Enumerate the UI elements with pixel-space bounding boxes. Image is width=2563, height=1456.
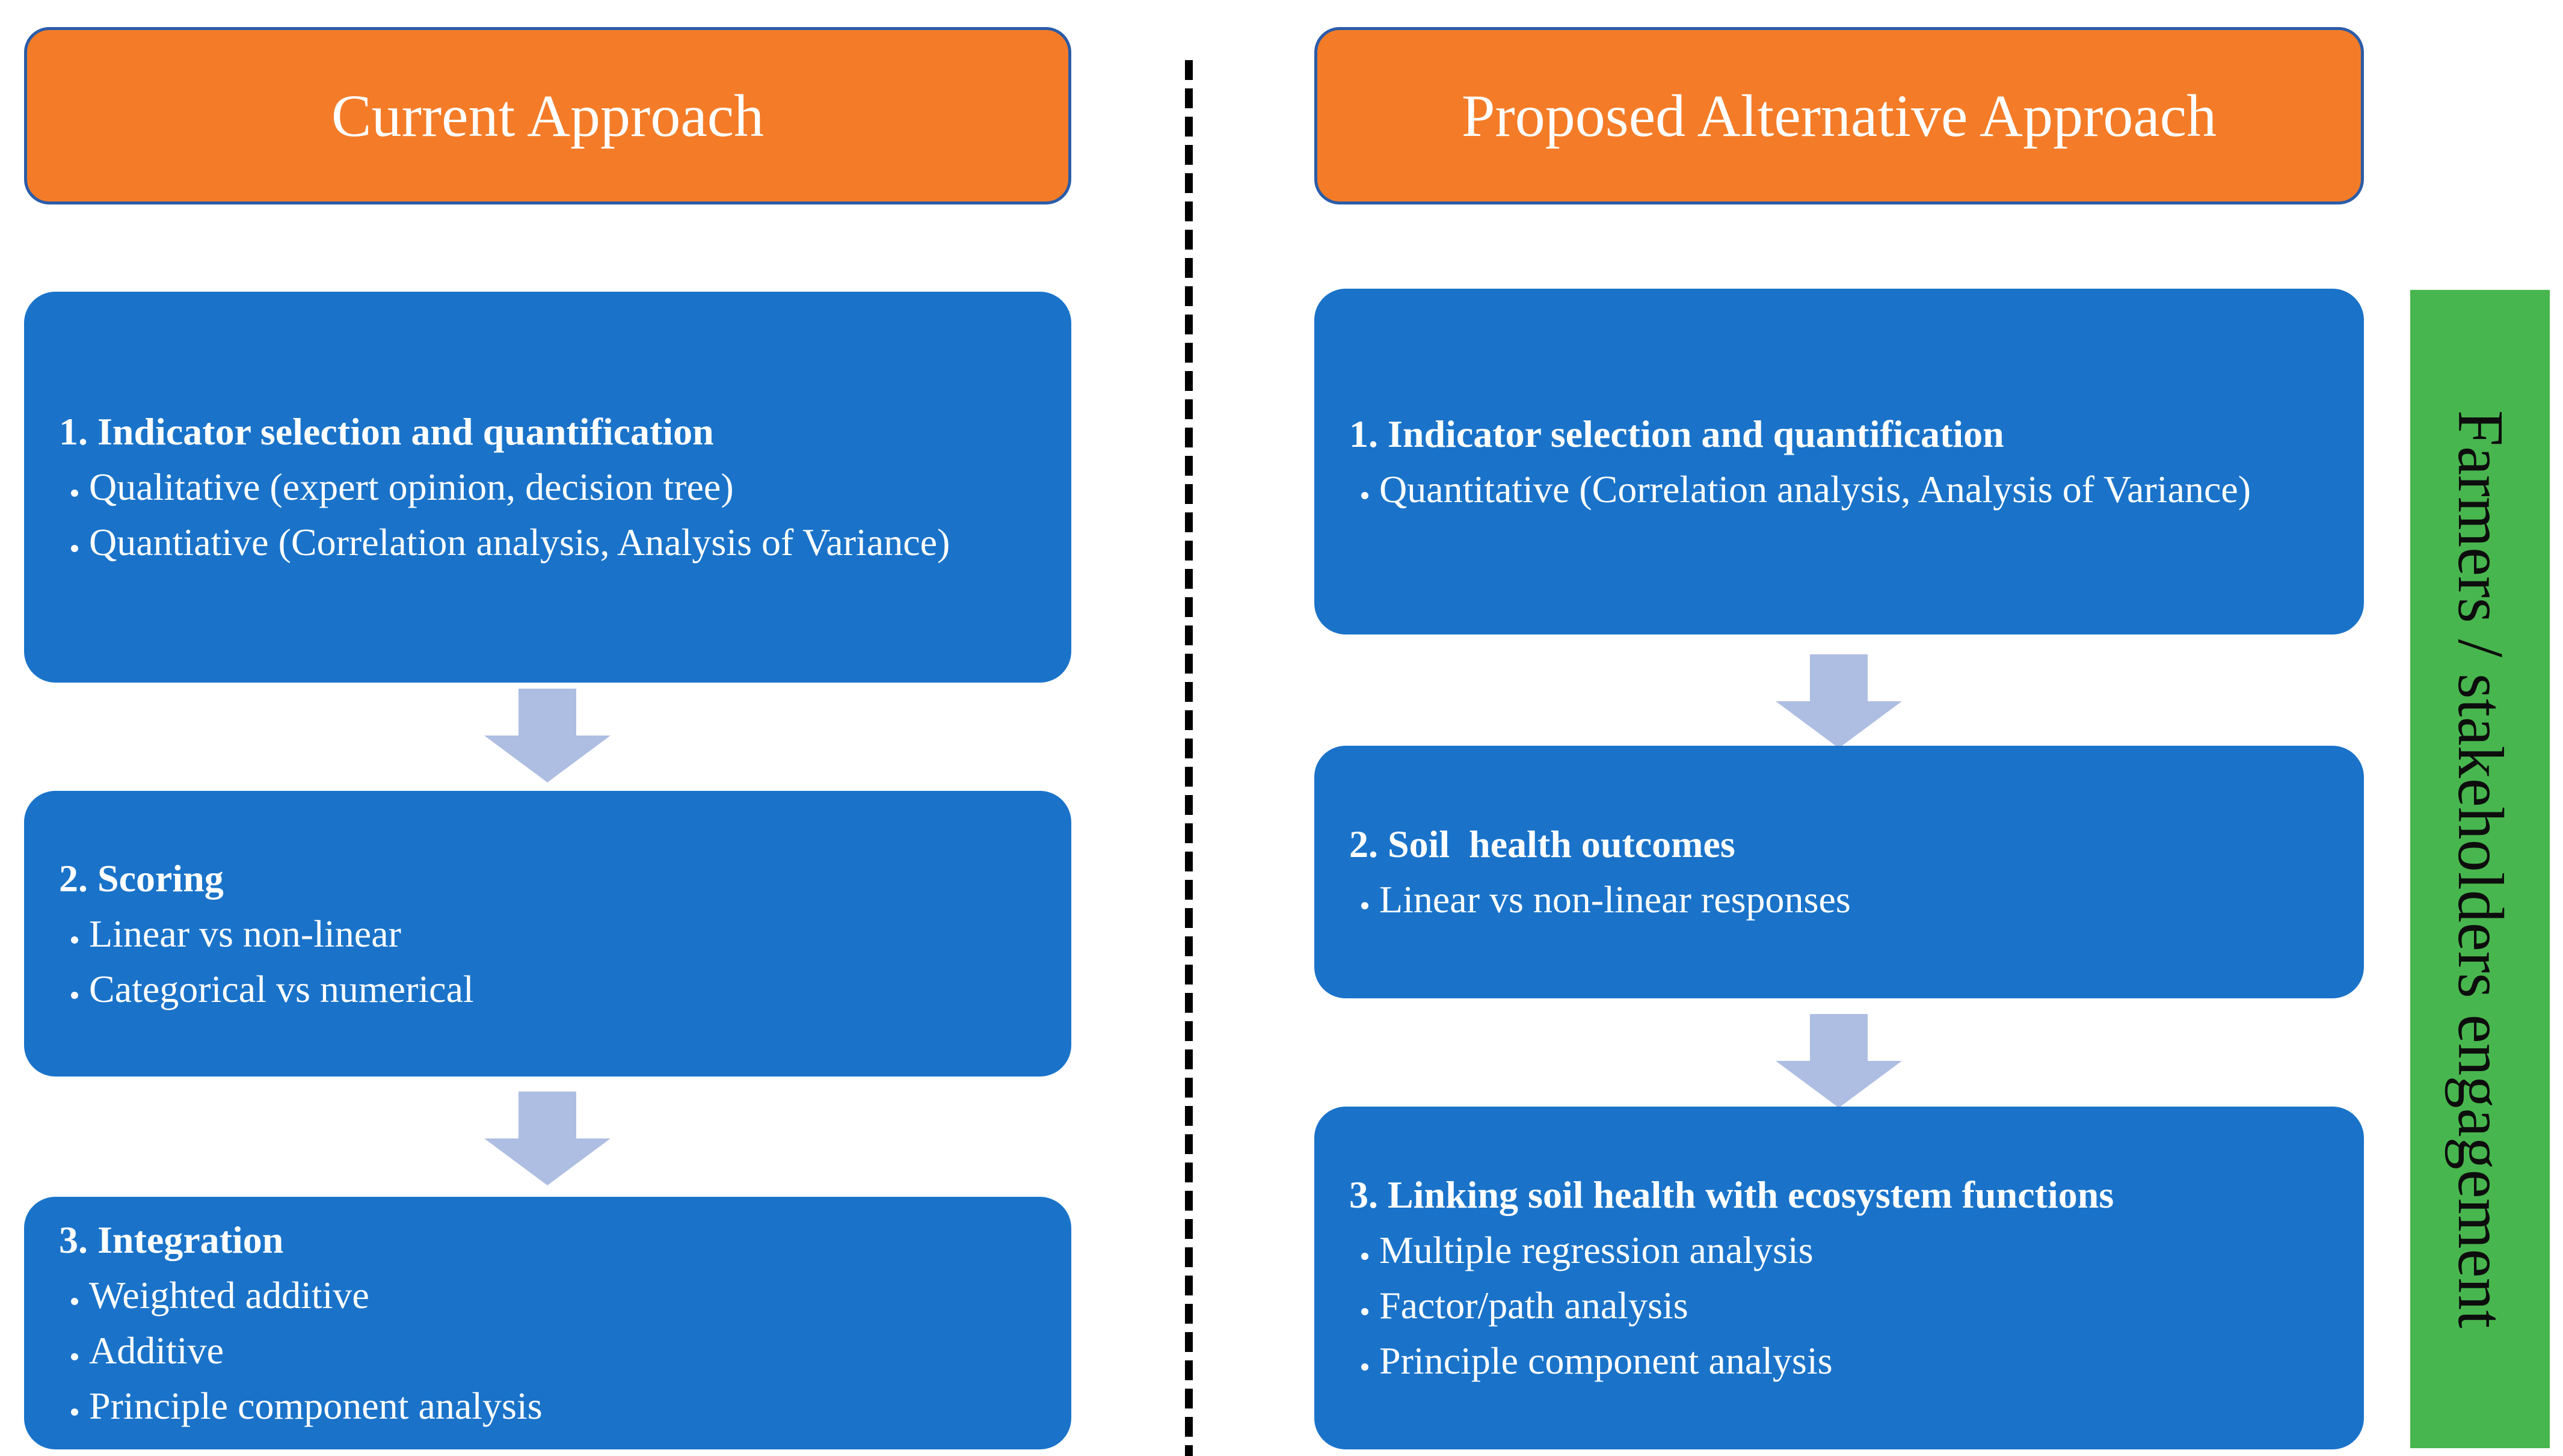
right-step-2-box: 2. Soil health outcomes Linear vs non-li… (1314, 746, 2364, 998)
dashed-divider-line (1185, 60, 1193, 1456)
left-step-2-box: 2. Scoring Linear vs non-linear Categori… (24, 791, 1071, 1077)
proposed-approach-header: Proposed Alternative Approach (1314, 27, 2364, 204)
bullet-item: Multiple regression analysis (1379, 1223, 2340, 1278)
bullet-item: Categorical vs numerical (89, 962, 1047, 1017)
right-step-2-title: 2. Soil health outcomes (1349, 823, 1735, 865)
down-arrow-shaft (1810, 654, 1868, 701)
bullet-item: Principle component analysis (1379, 1333, 2340, 1389)
down-arrow-head (484, 1138, 611, 1185)
engagement-sidebar: Farmers / stakeholders engagement (2410, 290, 2550, 1448)
down-arrow-shaft (518, 1092, 576, 1138)
right-step-1-title: 1. Indicator selection and quantificatio… (1349, 412, 2004, 455)
bullet-item: Qualitative (expert opinion, decision tr… (89, 459, 1047, 515)
left-step-1-box: 1. Indicator selection and quantificatio… (24, 292, 1071, 683)
bullet-item: Principle component analysis (89, 1378, 1047, 1434)
right-step-3-box: 3. Linking soil health with ecosystem fu… (1314, 1107, 2364, 1449)
bullet-item: Linear vs non-linear (89, 906, 1047, 962)
current-approach-title: Current Approach (331, 82, 765, 149)
down-arrow-shaft (1810, 1014, 1868, 1061)
down-arrow-icon (1776, 654, 1902, 748)
bullet-item: Additive (89, 1323, 1047, 1378)
bullet-item: Quantitative (Correlation analysis, Anal… (1379, 462, 2340, 517)
down-arrow-icon (1776, 1014, 1902, 1108)
down-arrow-head (1776, 701, 1902, 748)
left-step-2-title: 2. Scoring (59, 856, 224, 900)
left-step-1-title: 1. Indicator selection and quantificatio… (59, 410, 714, 453)
down-arrow-icon (484, 689, 611, 782)
left-step-3-box: 3. Integration Weighted additive Additiv… (24, 1197, 1071, 1449)
left-step-3-bullet-list: Weighted additive Additive Principle com… (59, 1268, 1047, 1434)
left-step-1-bullet-list: Qualitative (expert opinion, decision tr… (59, 459, 1047, 570)
engagement-sidebar-label: Farmers / stakeholders engagement (2445, 410, 2516, 1329)
down-arrow-icon (484, 1092, 611, 1185)
bullet-item: Factor/path analysis (1379, 1278, 2340, 1333)
bullet-item: Linear vs non-linear responses (1379, 872, 2340, 927)
right-step-3-title: 3. Linking soil health with ecosystem fu… (1349, 1173, 2114, 1216)
down-arrow-shaft (518, 689, 576, 736)
left-step-2-bullet-list: Linear vs non-linear Categorical vs nume… (59, 906, 1047, 1017)
left-step-3-title: 3. Integration (59, 1218, 284, 1261)
proposed-approach-title: Proposed Alternative Approach (1461, 82, 2217, 149)
right-step-3-bullet-list: Multiple regression analysis Factor/path… (1349, 1223, 2340, 1389)
down-arrow-head (1776, 1061, 1902, 1108)
right-step-2-bullet-list: Linear vs non-linear responses (1349, 872, 2340, 927)
right-step-1-box: 1. Indicator selection and quantificatio… (1314, 289, 2364, 634)
bullet-item: Weighted additive (89, 1268, 1047, 1323)
right-step-1-bullet-list: Quantitative (Correlation analysis, Anal… (1349, 462, 2340, 517)
down-arrow-head (484, 736, 611, 782)
bullet-item: Quantiative (Correlation analysis, Analy… (89, 515, 1047, 570)
current-approach-header: Current Approach (24, 27, 1071, 204)
